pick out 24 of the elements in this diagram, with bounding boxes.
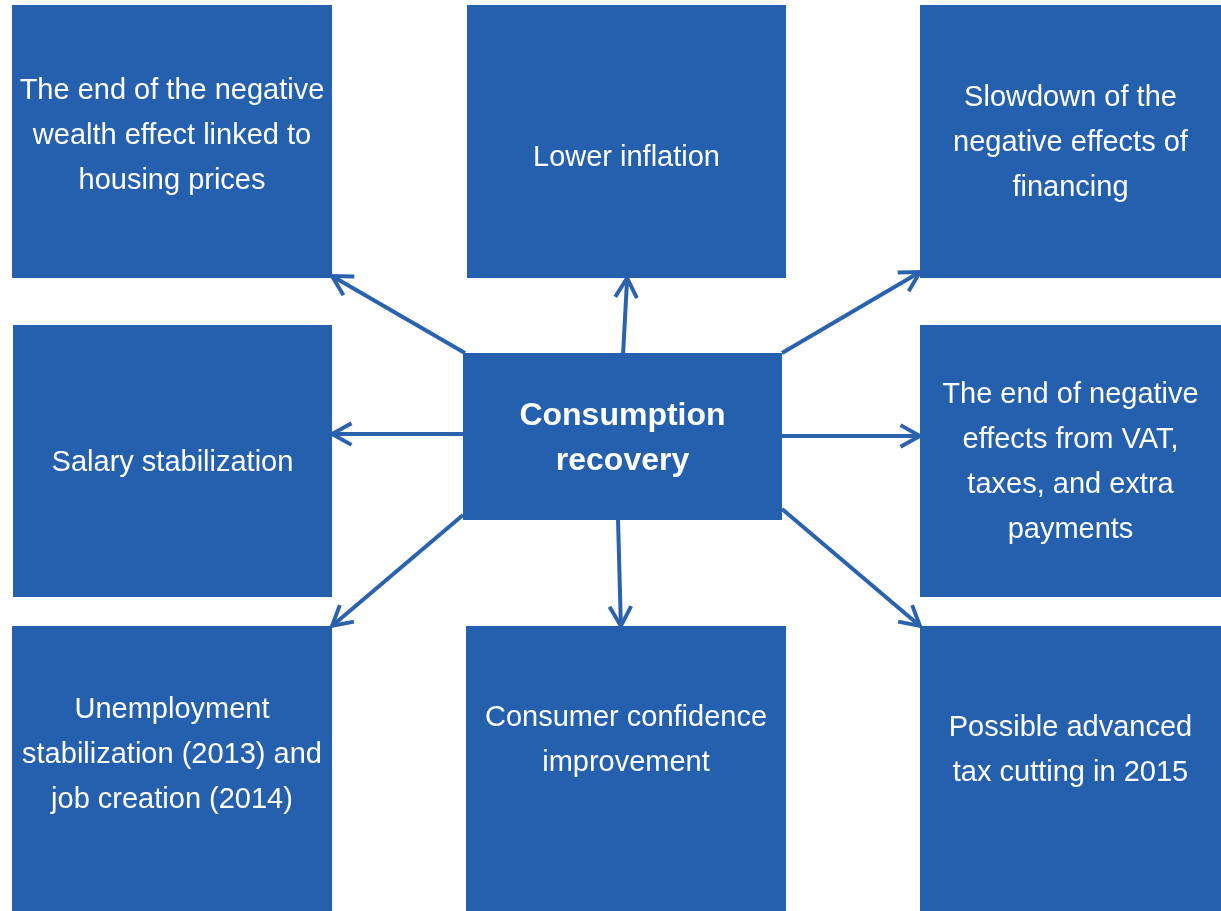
node-text: Possible advanced tax cutting in 2015: [947, 708, 1194, 789]
process-box: [467, 5, 786, 278]
arrow: [607, 519, 634, 628]
arrow: [330, 513, 465, 628]
node-text: The end of the negative wealth effect linked to housing prices: [18, 72, 326, 197]
node-text: Salary stabilization: [51, 443, 294, 479]
process-box: [12, 626, 332, 911]
node-text: The end of negative effects from VAT, taxes, and extra payments: [941, 376, 1200, 546]
process-box: [920, 626, 1221, 911]
arrow: [782, 423, 922, 449]
process-box: [466, 626, 786, 911]
process-box: [920, 325, 1221, 597]
node-text: Slowdown of the negative effects of financing: [952, 79, 1189, 204]
arrow: [781, 270, 922, 355]
node-text: Lower inflation: [533, 139, 720, 174]
node-text: Consumer confidence improvement: [483, 698, 769, 779]
arrow: [613, 276, 639, 354]
process-box: [463, 353, 782, 520]
process-box: [13, 325, 332, 597]
node-text: Unemployment stabilization (2013) and job creation (2014): [21, 691, 323, 816]
process-box: [12, 5, 332, 278]
process-box: [920, 5, 1221, 278]
arrow: [330, 274, 466, 355]
central-label: Consumption recovery: [518, 394, 727, 479]
